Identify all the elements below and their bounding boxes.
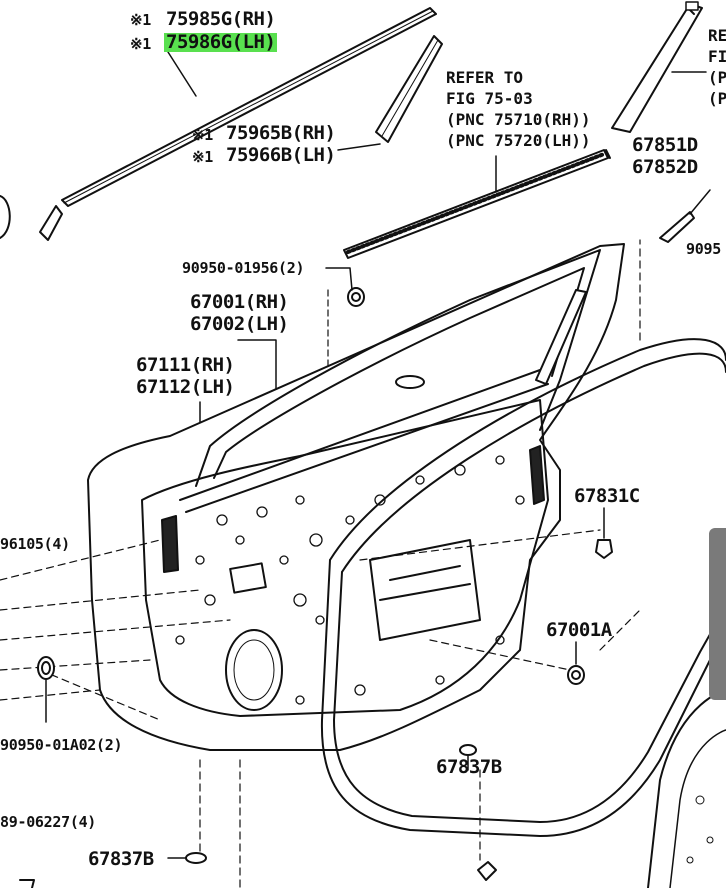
part-89-06227-label[interactable]: 89-06227(4) (0, 813, 97, 831)
scroll-tab[interactable] (709, 528, 726, 700)
part-67002-label[interactable]: 67002(LH) (190, 313, 289, 335)
window-moulding-strip (61, 7, 437, 207)
part-75985g-label[interactable]: 75985G(RH) (166, 8, 276, 30)
pillar-garnish (375, 35, 443, 143)
part-67837b-label[interactable]: 67837B (436, 756, 502, 778)
cushion-67001a (567, 665, 585, 685)
hole-plug-67837b (459, 744, 477, 756)
rear-pillar-garnish (611, 1, 703, 133)
part-67111-label[interactable]: 67111(RH) (136, 354, 235, 376)
fig-ref-label[interactable]: FIG 75-03 (446, 89, 533, 108)
part-90950-01956-label[interactable]: 90950-01956(2) (182, 259, 305, 277)
part-67837b-label[interactable]: 67837B (88, 848, 154, 870)
part-9095-label[interactable]: 9095 (686, 240, 721, 258)
part-67112-label[interactable]: 67112(LH) (136, 376, 235, 398)
mark-label: ※1 (130, 35, 151, 53)
mark-label: ※1 (130, 11, 151, 29)
moulding-end-piece (39, 205, 63, 241)
mark-label: ※1 (192, 126, 213, 144)
part-67852d-label[interactable]: 67852D (632, 156, 698, 178)
refer-to-label: REFER TO (446, 68, 524, 87)
ref-fragment: FI (708, 47, 726, 66)
grommet-90950-01a02 (37, 656, 55, 680)
pnc-ref-1: (PNC 75710(RH)) (446, 110, 591, 129)
mark-label: ※1 (192, 148, 213, 166)
part-75966b-label[interactable]: 75966B(LH) (226, 144, 336, 166)
ref-fragment: (P (708, 68, 726, 87)
clip-67831c (595, 539, 613, 559)
pnc-ref-2: (PNC 75720(LH)) (446, 131, 591, 150)
part-67831c-label[interactable]: 67831C (574, 485, 640, 507)
ref-fragment: RE (708, 26, 726, 45)
door-shell (87, 243, 625, 751)
grommet-90950-01956 (347, 287, 365, 307)
part-90950-01a02-label[interactable]: 90950-01A02(2) (0, 736, 123, 754)
ref-fragment: (P (708, 89, 726, 108)
door-weatherstrip (320, 338, 726, 837)
part-67001-label[interactable]: 67001(RH) (190, 291, 289, 313)
part-75965b-label[interactable]: 75965B(RH) (226, 122, 336, 144)
part-75986g-label-highlighted[interactable]: 75986G(LH) (164, 31, 278, 53)
belt-weatherstrip (343, 149, 611, 259)
part-67851d-label[interactable]: 67851D (632, 134, 698, 156)
part-96105-label[interactable]: 96105(4) (0, 535, 70, 553)
part-67001a-label[interactable]: 67001A (546, 619, 612, 641)
